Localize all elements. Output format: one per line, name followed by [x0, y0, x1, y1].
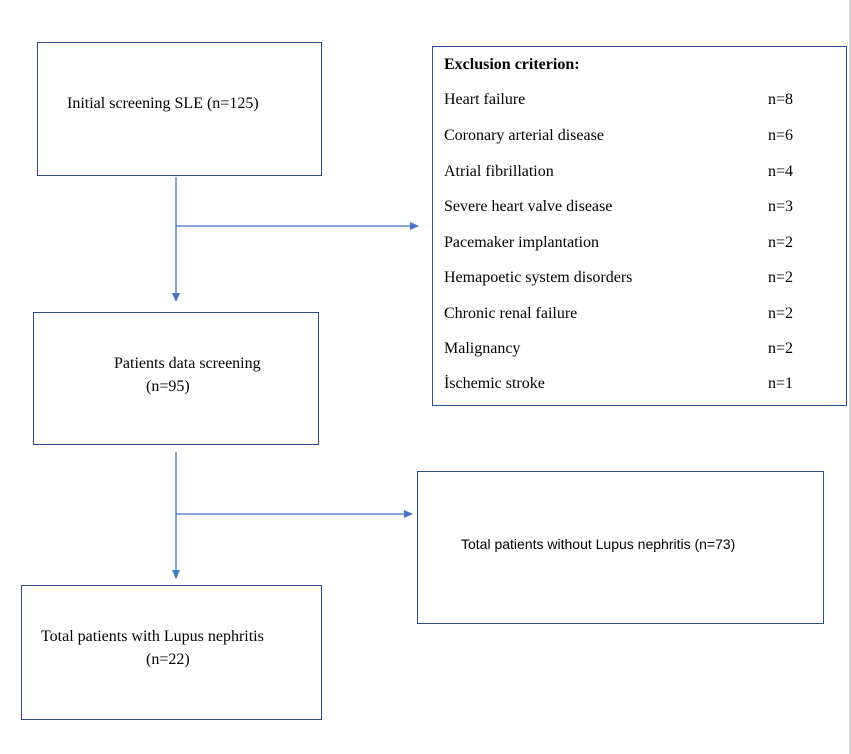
exclusion-item-label: Malignancy — [444, 340, 521, 357]
exclusion-item-count: n=2 — [768, 305, 794, 322]
exclusion-item-label: Hemapoetic system disorders — [444, 269, 633, 286]
patients-screening-count: (n=95) — [146, 378, 190, 395]
lupus-nephritis-count: (n=22) — [146, 651, 190, 668]
exclusion-item-label: Coronary arterial disease — [444, 127, 604, 144]
exclusion-title: Exclusion criterion: — [444, 56, 580, 73]
initial-screening-box: Initial screening SLE (n=125) — [37, 42, 322, 176]
page-edge-divider — [849, 0, 851, 754]
patients-screening-box: Patients data screening (n=95) — [33, 312, 319, 445]
patients-screening-label: Patients data screening — [114, 355, 261, 372]
exclusion-item-label: Atrial fibrillation — [444, 163, 554, 180]
exclusion-item-count: n=4 — [768, 163, 794, 180]
exclusion-item-label: Heart failure — [444, 91, 526, 108]
exclusion-item-count: n=2 — [768, 234, 794, 251]
exclusion-criterion-box: Exclusion criterion: Heart failure n=8 C… — [432, 46, 847, 406]
exclusion-item-count: n=6 — [768, 127, 794, 144]
exclusion-item-label: Pacemaker implantation — [444, 234, 600, 251]
lupus-nephritis-label: Total patients with Lupus nephritis — [41, 628, 264, 645]
exclusion-item-label: İschemic stroke — [444, 375, 545, 392]
exclusion-item-count: n=8 — [768, 91, 794, 108]
exclusion-item-count: n=3 — [768, 198, 794, 215]
exclusion-item-count: n=2 — [768, 269, 794, 286]
lupus-nephritis-box: Total patients with Lupus nephritis (n=2… — [21, 585, 322, 720]
initial-screening-label: Initial screening SLE (n=125) — [67, 95, 259, 112]
exclusion-item-count: n=2 — [768, 340, 794, 357]
exclusion-item-label: Severe heart valve disease — [444, 198, 613, 215]
without-lupus-label: Total patients without Lupus nephritis (… — [461, 536, 736, 552]
without-lupus-box: Total patients without Lupus nephritis (… — [417, 471, 824, 624]
exclusion-item-label: Chronic renal failure — [444, 305, 578, 322]
exclusion-item-count: n=1 — [768, 375, 794, 392]
